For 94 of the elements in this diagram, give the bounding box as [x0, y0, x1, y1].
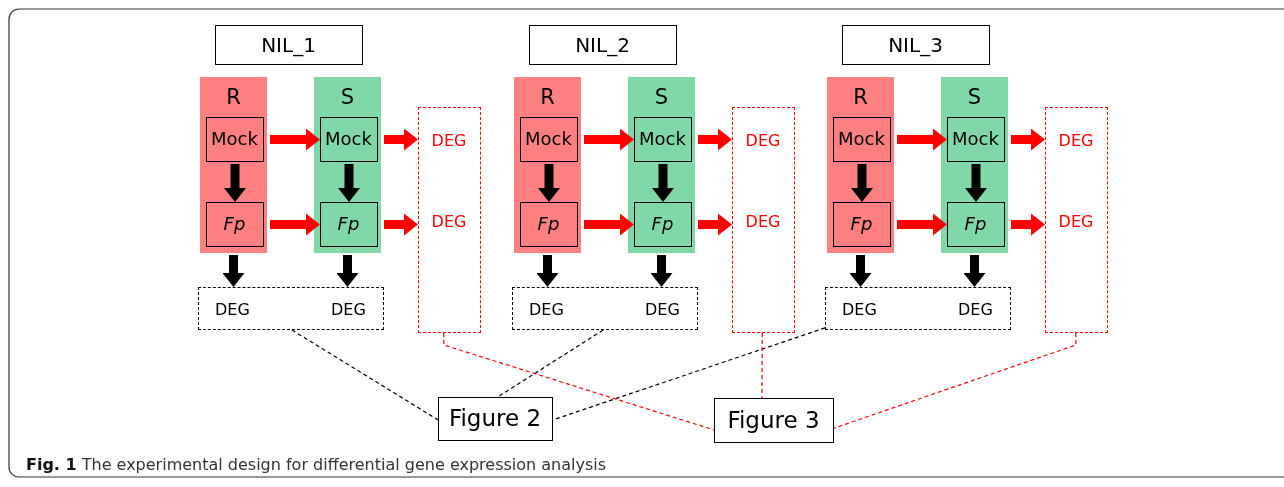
mock-box: [634, 117, 692, 162]
deg-label: DEG: [430, 214, 468, 230]
mock-box: [520, 117, 578, 162]
susceptible-column: [314, 77, 381, 253]
block-arrow: [270, 213, 320, 236]
deg-dashed-box: [418, 107, 481, 333]
deg-label: DEG: [958, 302, 993, 318]
block-arrow: [1011, 213, 1045, 236]
treatment-label: Fp: [849, 215, 874, 233]
treatment-label: Mock: [837, 130, 886, 148]
deg-dashed-box: [1045, 107, 1108, 333]
block-arrow: [584, 213, 634, 236]
block-arrow: [698, 128, 732, 151]
treatment-label: Fp: [536, 215, 561, 233]
treatment-box: [320, 202, 378, 247]
block-arrow: [336, 255, 359, 287]
dashed-connector: [291, 329, 439, 421]
block-arrow: [698, 213, 732, 236]
resistant-column: [827, 77, 894, 253]
block-arrow: [897, 213, 947, 236]
block-arrow: [222, 255, 245, 287]
susceptible-column: [941, 77, 1008, 253]
genotype-label: S: [339, 87, 356, 108]
treatment-label: Fp: [963, 215, 988, 233]
treatment-label: Mock: [638, 130, 687, 148]
dashed-connector: [497, 329, 604, 398]
dashed-connector: [761, 332, 763, 399]
figure-label: Figure 3: [726, 408, 821, 432]
mock-box: [947, 117, 1005, 162]
genotype-label: R: [225, 87, 242, 108]
deg-dashed-box: [825, 287, 1011, 330]
deg-label: DEG: [1057, 133, 1095, 149]
block-arrow: [851, 164, 873, 202]
deg-label: DEG: [744, 133, 782, 149]
treatment-box: [947, 202, 1005, 247]
treatment-box: [634, 202, 692, 247]
deg-label: DEG: [331, 302, 366, 318]
deg-dashed-box: [512, 287, 698, 330]
susceptible-column: [628, 77, 695, 253]
genotype-label: R: [852, 87, 869, 108]
block-arrow: [338, 164, 360, 202]
group-label-box: [842, 25, 990, 65]
figure-box: [438, 397, 553, 441]
deg-dashed-box: [198, 287, 384, 330]
treatment-box: [520, 202, 578, 247]
treatment-box: [206, 202, 264, 247]
treatment-label: Mock: [210, 130, 259, 148]
block-arrow: [224, 164, 246, 202]
deg-label: DEG: [645, 302, 680, 318]
deg-dashed-box: [732, 107, 795, 333]
block-arrow: [965, 164, 987, 202]
treatment-label: Mock: [951, 130, 1000, 148]
treatment-label: Mock: [324, 130, 373, 148]
treatment-label: Fp: [650, 215, 675, 233]
deg-label: DEG: [1057, 214, 1095, 230]
block-arrow: [536, 255, 559, 287]
group-label-box: [529, 25, 677, 65]
treatment-label: Fp: [336, 215, 361, 233]
block-arrow: [897, 128, 947, 151]
block-arrow: [963, 255, 986, 287]
treatment-label: Fp: [222, 215, 247, 233]
resistant-column: [200, 77, 267, 253]
group-label: NIL_1: [260, 34, 317, 55]
genotype-label: S: [966, 87, 983, 108]
block-arrow: [650, 255, 673, 287]
genotype-label: R: [539, 87, 556, 108]
block-arrow: [849, 255, 872, 287]
dashed-connector: [833, 332, 1077, 429]
group-label-box: [215, 25, 363, 65]
mock-box: [833, 117, 891, 162]
treatment-box: [833, 202, 891, 247]
figure-box: [714, 398, 834, 443]
block-arrow: [384, 213, 418, 236]
dashed-connector: [443, 332, 715, 431]
resistant-column: [514, 77, 581, 253]
group-label: NIL_2: [574, 34, 631, 55]
deg-label: DEG: [215, 302, 250, 318]
block-arrow: [384, 128, 418, 151]
mock-box: [206, 117, 264, 162]
block-arrow: [652, 164, 674, 202]
group-label: NIL_3: [887, 34, 944, 55]
figure-caption: Fig. 1 The experimental design for differential gene expression analysis: [26, 455, 607, 474]
genotype-label: S: [653, 87, 670, 108]
deg-label: DEG: [430, 133, 468, 149]
mock-box: [320, 117, 378, 162]
deg-label: DEG: [842, 302, 877, 318]
treatment-label: Mock: [524, 130, 573, 148]
block-arrow: [1011, 128, 1045, 151]
block-arrow: [538, 164, 560, 202]
block-arrow: [270, 128, 320, 151]
block-arrow: [584, 128, 634, 151]
deg-label: DEG: [529, 302, 564, 318]
deg-label: DEG: [744, 214, 782, 230]
figure-label: Figure 2: [447, 407, 543, 430]
